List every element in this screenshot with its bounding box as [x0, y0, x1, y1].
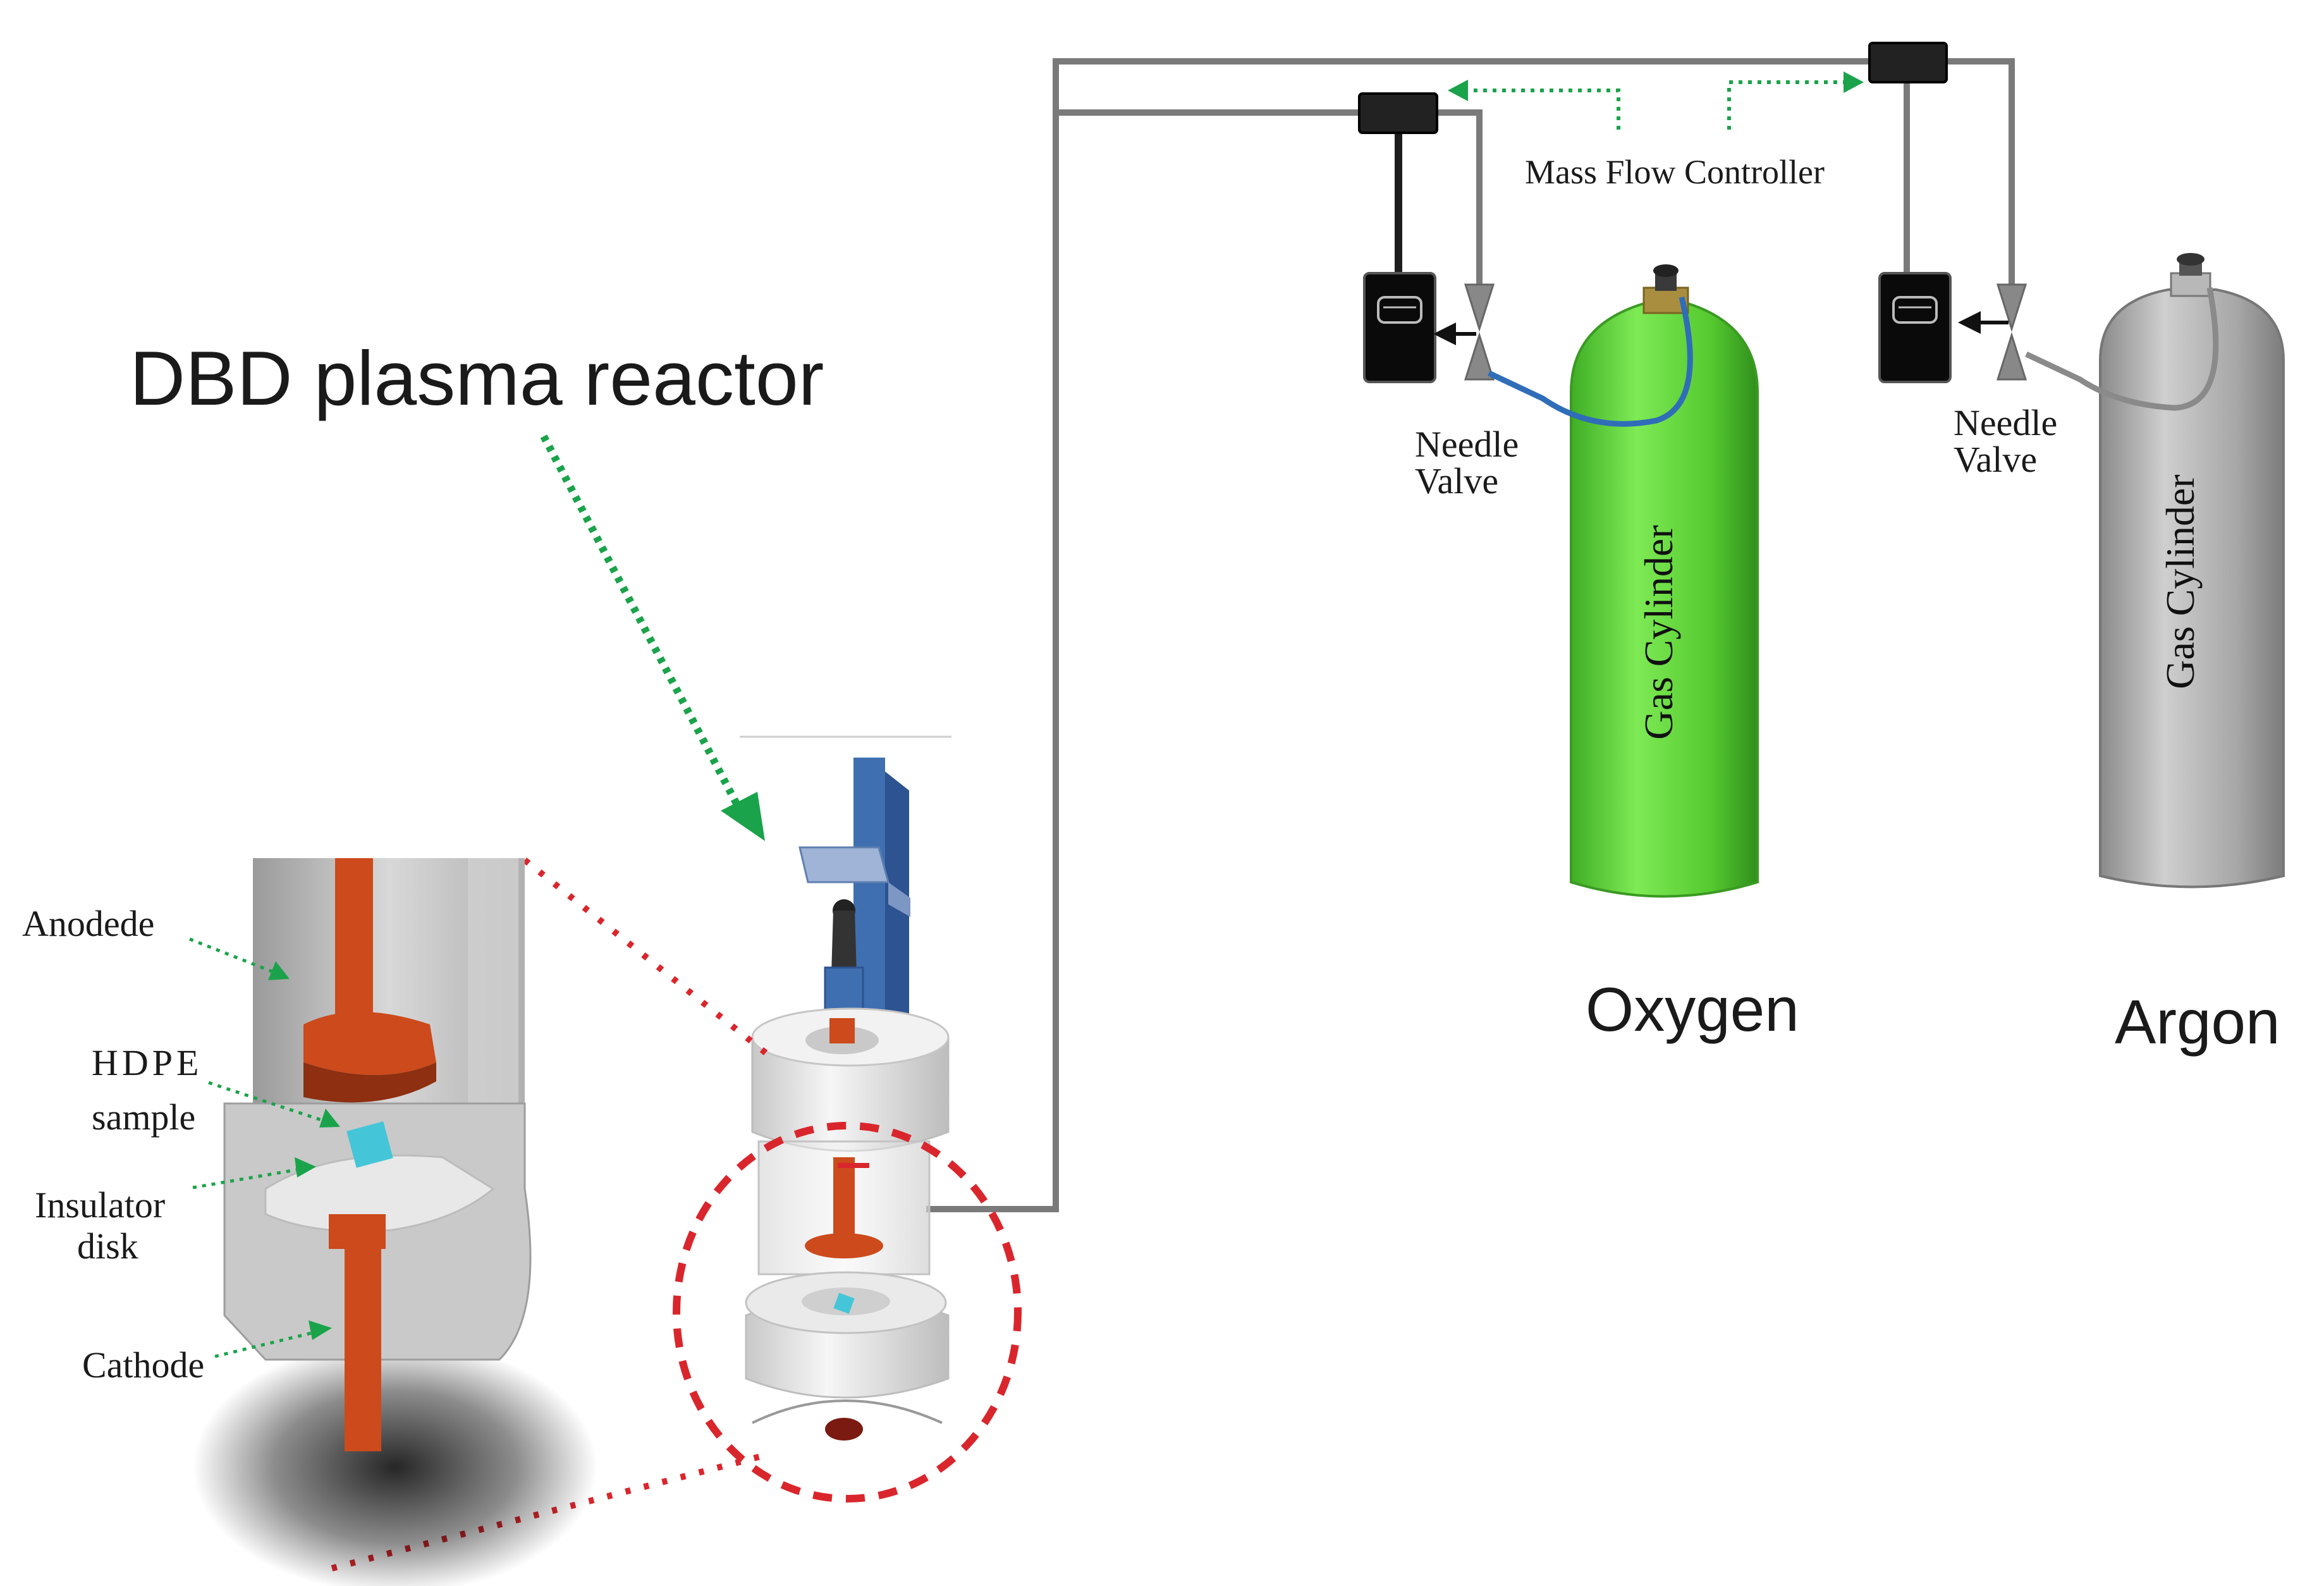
title-pointer-arrow: [540, 434, 765, 841]
hdpe-sample-label-2: sample: [92, 1097, 195, 1138]
reactor-cutaway-detail: [193, 858, 597, 1586]
cathode-label: Cathode: [82, 1344, 204, 1386]
argon-cylinder-label: Gas Cylinder: [2158, 474, 2203, 689]
flow-meter-oxygen[interactable]: [1363, 272, 1436, 383]
mfc-callout-arrows: [1464, 80, 1846, 130]
needle-valve-oxygen-label-2: Valve: [1415, 460, 1498, 501]
hdpe-sample-label-1: HDPE: [92, 1042, 202, 1083]
needle-valve-argon-label-2: Valve: [1954, 439, 2037, 480]
needle-valve-oxygen[interactable]: [1433, 283, 1495, 381]
mfc-arrowhead-right: [1844, 71, 1864, 93]
gas-pipes: [926, 58, 2015, 1212]
mfc-arrowhead-left: [1448, 80, 1468, 101]
needle-valve-argon-label-1: Needle: [1954, 402, 2057, 443]
oxygen-gas-cylinder: Gas Cylinder: [1488, 264, 1759, 898]
argon-label: Argon: [2115, 987, 2280, 1057]
mass-flow-controller-argon[interactable]: [1868, 42, 1948, 83]
argon-gas-cylinder: Gas Cylinder: [2025, 253, 2285, 888]
flow-meter-argon[interactable]: [1878, 272, 1952, 383]
zoom-line-top: [522, 858, 771, 1057]
cutaway-callout-arrows: [189, 937, 329, 1358]
needle-valve-argon[interactable]: [1958, 283, 2027, 381]
mass-flow-controller-oxygen[interactable]: [1358, 92, 1438, 134]
mass-flow-controller-label: Mass Flow Controller: [1525, 153, 1825, 191]
anode-label: Anodede: [22, 903, 154, 944]
oxygen-cylinder-label: Gas Cylinder: [1636, 525, 1681, 740]
needle-valve-oxygen-label-1: Needle: [1415, 424, 1519, 465]
insulator-disk-label-2: disk: [77, 1226, 138, 1267]
dbd-plasma-reactor: [740, 735, 951, 1441]
diagram-title: DBD plasma reactor: [130, 335, 824, 421]
insulator-disk-label-1: Insulator: [35, 1184, 165, 1226]
cutaway-callout-arrowheads: [268, 961, 340, 1340]
reactor-zoom-circle: [673, 1122, 1022, 1503]
oxygen-label: Oxygen: [1586, 974, 1799, 1044]
